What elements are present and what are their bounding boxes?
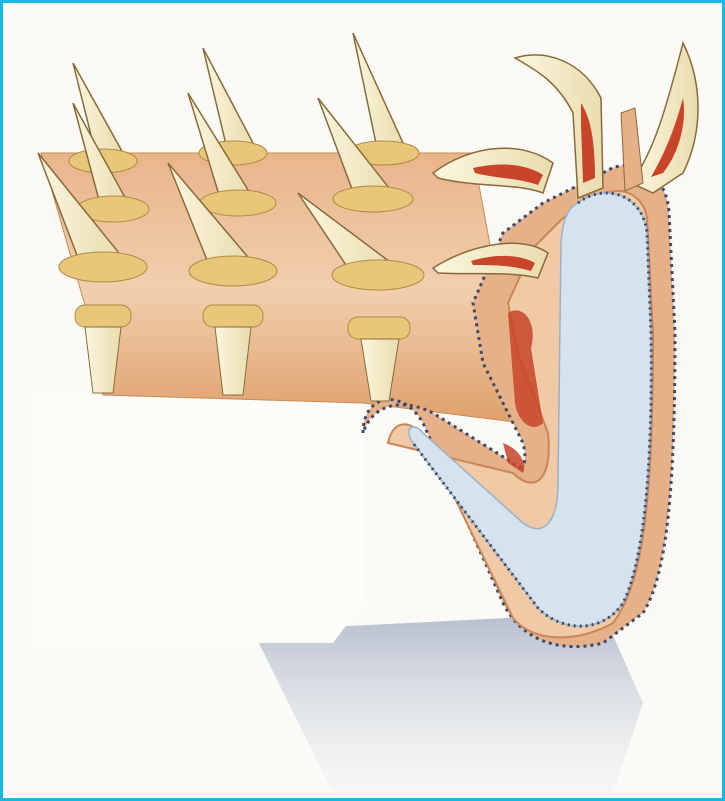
diagram-canvas (3, 3, 722, 798)
scale-row-back (69, 33, 419, 173)
slab-cut-face (33, 395, 363, 643)
